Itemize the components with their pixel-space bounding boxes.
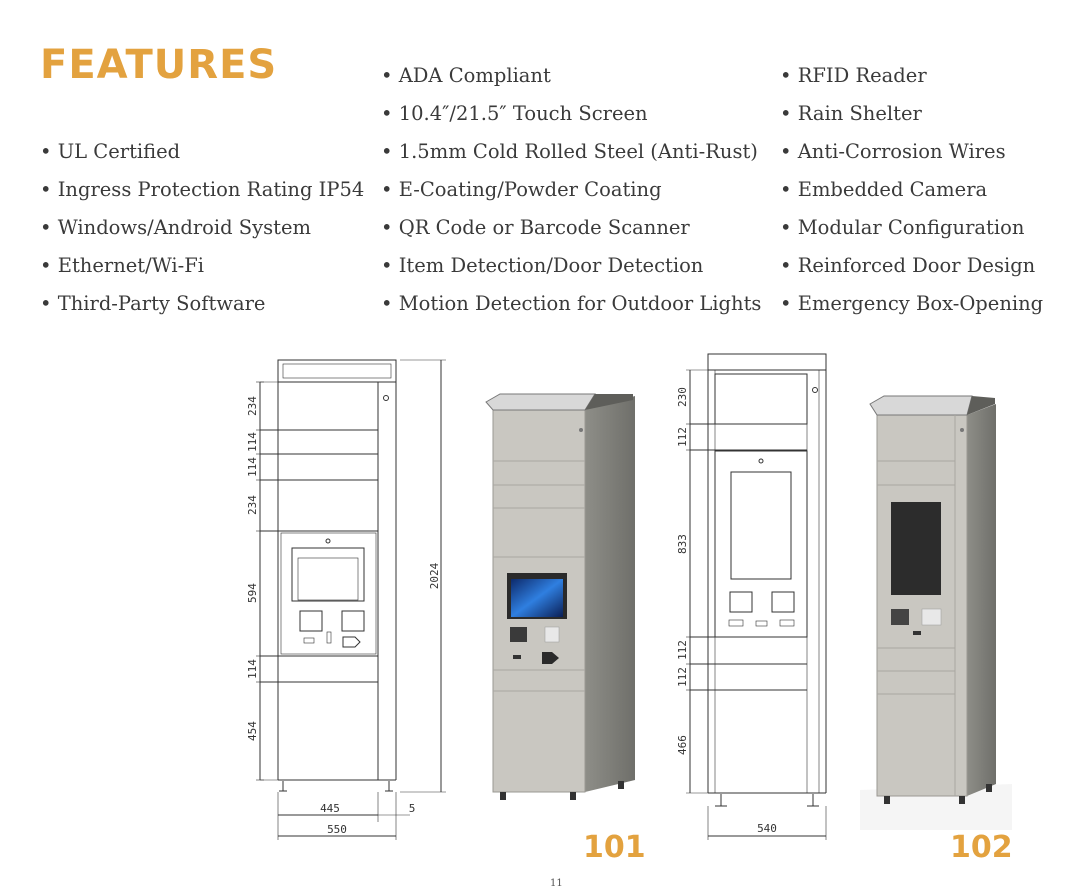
feature-item: Embedded Camera [780, 171, 1043, 209]
dim-102-h2: 833 [676, 534, 689, 554]
feature-item: 10.4″/21.5″ Touch Screen [381, 95, 761, 133]
model-label-101: 101 [583, 830, 646, 865]
dim-102-total-width: 540 [757, 822, 777, 835]
feature-item: Ethernet/Wi-Fi [40, 247, 364, 285]
dim-101-h4: 594 [246, 583, 259, 603]
feature-item: UL Certified [40, 133, 364, 171]
feature-item: QR Code or Barcode Scanner [381, 209, 761, 247]
dim-101-h0: 234 [246, 396, 259, 416]
dim-102-h0: 230 [676, 387, 689, 407]
feature-item: Reinforced Door Design [780, 247, 1043, 285]
feature-item: Item Detection/Door Detection [381, 247, 761, 285]
features-column-1: UL Certified Ingress Protection Rating I… [40, 133, 365, 323]
dim-101-inner-width: 445 [320, 802, 340, 815]
dim-101-gap: 5 [409, 802, 416, 815]
feature-item: Motion Detection for Outdoor Lights [381, 285, 762, 323]
dim-101-h1: 114 [246, 432, 259, 452]
model-label-102: 102 [950, 830, 1013, 865]
dim-101-h2: 114 [246, 457, 259, 477]
technical-drawing-102: 230 112 833 112 112 466 540 [676, 353, 827, 840]
dim-101-total-width: 550 [327, 823, 347, 836]
features-heading: FEATURES [40, 42, 278, 88]
feature-item: Windows/Android System [40, 209, 364, 247]
product-render-102 [860, 395, 1012, 830]
product-render-101 [485, 393, 635, 800]
dim-101-h6: 454 [246, 721, 259, 741]
dim-102-h3: 112 [676, 640, 689, 660]
technical-drawing-101: 234 114 114 234 594 114 454 2024 445 5 5… [246, 359, 446, 840]
dim-101-total-height: 2024 [428, 562, 441, 589]
features-column-3: RFID Reader Rain Shelter Anti-Corrosion … [780, 57, 1043, 323]
feature-item: Emergency Box-Opening [780, 285, 1043, 323]
feature-item: Third-Party Software [40, 285, 364, 323]
dim-102-h1: 112 [676, 427, 689, 447]
feature-item: Modular Configuration [780, 209, 1043, 247]
feature-item: 1.5mm Cold Rolled Steel (Anti-Rust) [381, 133, 761, 171]
feature-item: Ingress Protection Rating IP54 [40, 171, 365, 209]
dim-101-h5: 114 [246, 659, 259, 679]
feature-item: Anti-Corrosion Wires [780, 133, 1043, 171]
feature-item: Rain Shelter [780, 95, 1043, 133]
feature-item: ADA Compliant [381, 57, 761, 95]
feature-item: RFID Reader [780, 57, 1043, 95]
features-column-2: ADA Compliant 10.4″/21.5″ Touch Screen 1… [381, 57, 762, 323]
feature-item: E-Coating/Powder Coating [381, 171, 761, 209]
page-number: 11 [550, 878, 563, 889]
dim-102-h4: 112 [676, 667, 689, 687]
dim-101-h3: 234 [246, 495, 259, 515]
dim-102-h5: 466 [676, 735, 689, 755]
